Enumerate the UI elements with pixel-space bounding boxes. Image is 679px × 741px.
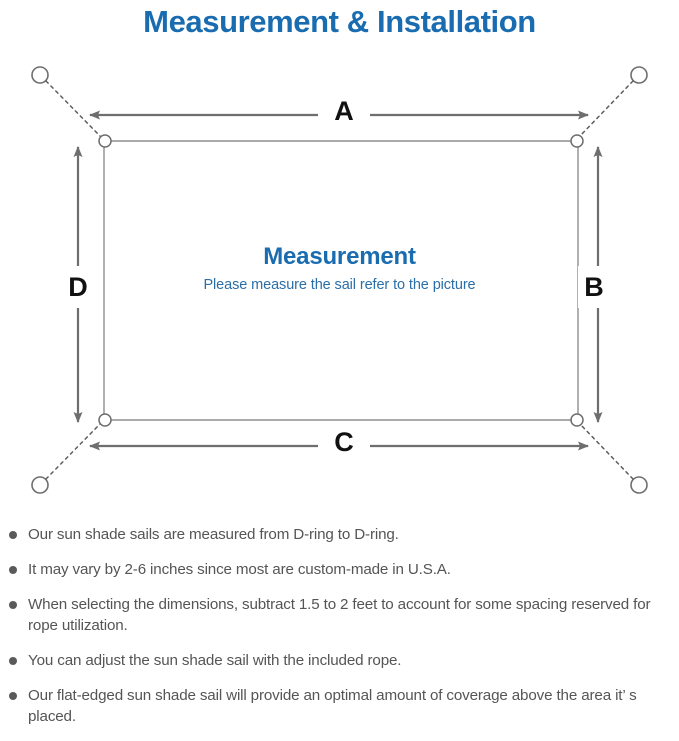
bullet-icon [9,566,17,574]
list-item-text: You can adjust the sun shade sail with t… [28,652,402,669]
list-item-text: It may vary by 2-6 inches since most are… [28,561,451,578]
bullet-icon [9,692,17,700]
list-item: When selecting the dimensions, subtract … [0,594,679,636]
notes-list: Our sun shade sails are measured from D-… [0,524,679,741]
dotted-rope-line-bottom-right [579,423,634,480]
list-item-text: Our sun shade sails are measured from D-… [28,526,399,543]
bullet-icon [9,531,17,539]
dimension-label-d: D [62,266,94,308]
page-title: Measurement & Installation [143,4,536,39]
d-ring-icon-top-right [570,134,584,148]
anchor-ring-icon-top-left [31,66,49,84]
list-item-text: Our flat-edged sun shade sail will provi… [28,687,637,725]
dimension-label-a: A [318,96,370,126]
dimension-label-c: C [318,427,370,457]
dimension-label-b: B [578,266,610,308]
dotted-rope-line-top-left [45,80,101,137]
list-item: Our flat-edged sun shade sail will provi… [0,685,679,727]
d-ring-icon-bottom-left [98,413,112,427]
list-item: Our sun shade sails are measured from D-… [0,524,679,545]
dotted-rope-line-top-right [579,80,634,137]
sail-body-rectangle [103,140,579,421]
anchor-ring-icon-bottom-left [31,476,49,494]
list-item: You can adjust the sun shade sail with t… [0,650,679,671]
dotted-rope-line-bottom-left [45,423,101,480]
list-item: It may vary by 2-6 inches since most are… [0,559,679,580]
bullet-icon [9,601,17,609]
anchor-ring-icon-bottom-right [630,476,648,494]
list-item-text: When selecting the dimensions, subtract … [28,596,651,634]
d-ring-icon-bottom-right [570,413,584,427]
anchor-ring-icon-top-right [630,66,648,84]
bullet-icon [9,657,17,665]
d-ring-icon-top-left [98,134,112,148]
